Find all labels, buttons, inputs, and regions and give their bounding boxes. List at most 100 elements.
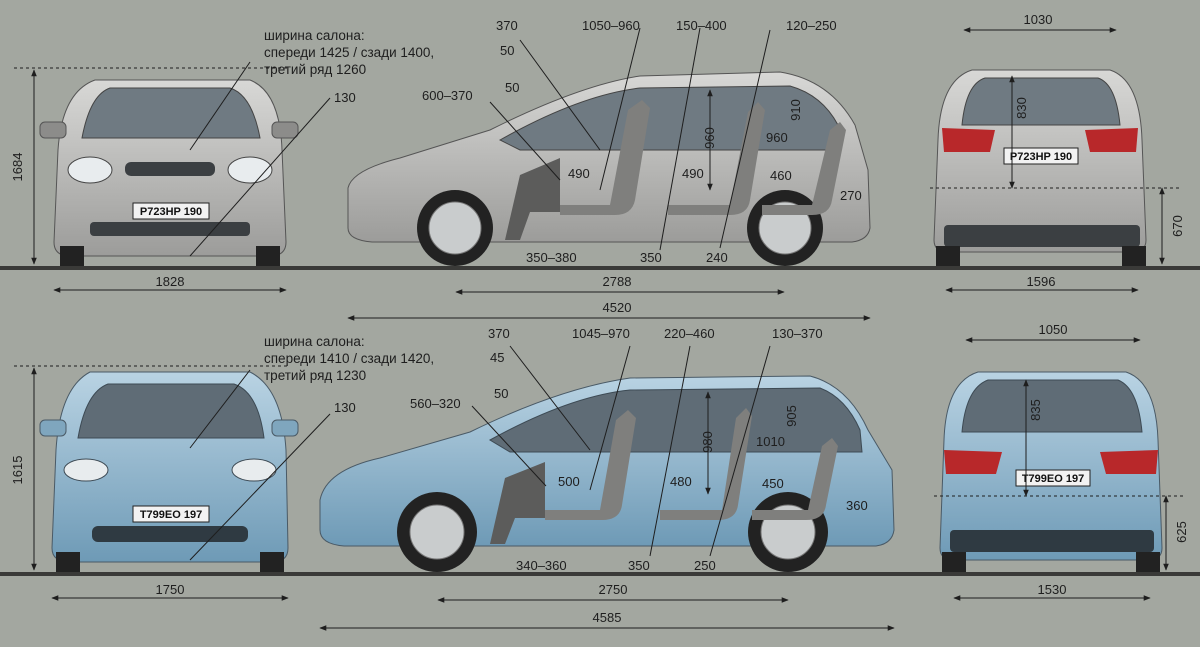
middle-seat (660, 408, 752, 520)
headlight-left (67, 156, 113, 184)
leader-line (659, 27, 701, 251)
third-seat (762, 122, 846, 215)
driver-silhouette (505, 158, 560, 240)
side-mirror-left (39, 419, 67, 437)
side-mirror-right (271, 419, 299, 437)
cabin-width-note: третий ряд 1260 (264, 62, 366, 77)
dim-label: 980 (700, 431, 715, 453)
leader-line (489, 101, 561, 181)
third-seat (752, 438, 838, 520)
dim-label: 130–370 (772, 326, 823, 341)
headlight-left (63, 458, 109, 482)
rear-bumper (944, 225, 1140, 247)
side-mirror-right (271, 121, 299, 139)
dim-label: 4585 (593, 610, 622, 625)
leader-line (189, 413, 331, 561)
rear-wheel-right (1122, 246, 1146, 266)
windshield (77, 383, 265, 439)
dim-label: 490 (682, 166, 704, 181)
bottom-labels: ширина салона: спереди 1410 / сзади 1420… (10, 322, 1189, 625)
cabin-width-note: спереди 1425 / сзади 1400, (264, 45, 434, 60)
rear-bumper (950, 530, 1154, 552)
cabin-width-note: ширина салона: (264, 28, 365, 43)
ground-line (0, 266, 1200, 270)
dim-label: 4520 (603, 300, 632, 315)
license-plate (132, 202, 210, 220)
rear-wheel-right (1136, 552, 1160, 572)
top-dimension-lines (14, 27, 1180, 321)
grille (125, 162, 215, 176)
middle-seat (668, 102, 765, 215)
lower-grille (90, 222, 250, 236)
dim-label: 1045–970 (572, 326, 630, 341)
leader-line (649, 345, 691, 557)
leader-line (709, 345, 771, 557)
cabin-width-note: ширина салона: (264, 334, 365, 349)
front-seat (560, 100, 650, 215)
plate-text: T799EO 197 (140, 509, 202, 521)
bottom-side-view (319, 375, 895, 572)
dim-label: 120–250 (786, 18, 837, 33)
dim-label: 460 (770, 168, 792, 183)
dim-label: 960 (766, 130, 788, 145)
dim-label: 480 (670, 474, 692, 489)
taillight-left (942, 128, 995, 152)
plate-text: P723HP 190 (140, 206, 202, 218)
leader-line (719, 29, 771, 249)
dim-label: 1615 (10, 456, 25, 485)
leader-line (509, 345, 591, 451)
license-plate (132, 505, 210, 523)
dim-label: 670 (1170, 215, 1185, 237)
bottom-row: T799EO 197 T799EO 197 (0, 322, 1200, 631)
dim-label: 270 (840, 188, 862, 203)
dim-label: 350 (628, 558, 650, 573)
bottom-dimension-lines (14, 337, 1186, 631)
top-row: P723HP 190 P723HP 190 (0, 12, 1200, 321)
dim-label: 500 (558, 474, 580, 489)
ground-line (0, 572, 1200, 576)
dim-label: 560–320 (410, 396, 461, 411)
cabin-width-note: третий ряд 1230 (264, 368, 366, 383)
leader-line (189, 369, 251, 449)
bottom-rear-view: T799EO 197 (939, 371, 1163, 572)
side-mirror-left (39, 121, 67, 139)
dim-label: 905 (784, 405, 799, 427)
dim-label: 1050–960 (582, 18, 640, 33)
dim-label: 340–360 (516, 558, 567, 573)
dim-label: 150–400 (676, 18, 727, 33)
dim-label: 490 (568, 166, 590, 181)
taillight-right (1085, 128, 1138, 152)
dim-label: 50 (505, 80, 519, 95)
front-seat (545, 410, 636, 520)
top-side-view (347, 71, 871, 266)
taillight-left (944, 450, 1002, 474)
dim-label: 1530 (1038, 582, 1067, 597)
leader-line (189, 97, 331, 257)
dim-label: 50 (494, 386, 508, 401)
dim-label: 360 (846, 498, 868, 513)
wheel-left (56, 552, 80, 572)
rear-plate-text: T799EO 197 (1022, 473, 1084, 485)
wheel-right (256, 246, 280, 266)
driver-silhouette (490, 462, 545, 544)
dim-label: 370 (488, 326, 510, 341)
rear-license-plate (1015, 469, 1091, 487)
headlight-right (227, 156, 273, 184)
dim-label: 250 (694, 558, 716, 573)
dim-label: 350–380 (526, 250, 577, 265)
dim-label: 960 (702, 127, 717, 149)
windshield (81, 87, 261, 139)
wheel-right (260, 552, 284, 572)
rear-wheel-left (942, 552, 966, 572)
dim-label: 1596 (1027, 274, 1056, 289)
dim-label: 1684 (10, 153, 25, 182)
dim-label: 830 (1014, 97, 1029, 119)
cabin-width-note: спереди 1410 / сзади 1420, (264, 351, 434, 366)
dim-label: 450 (762, 476, 784, 491)
lower-grille (92, 526, 248, 542)
dim-label: 370 (496, 18, 518, 33)
dim-label: 350 (640, 250, 662, 265)
front-rim (409, 504, 465, 560)
dim-label: 2750 (599, 582, 628, 597)
